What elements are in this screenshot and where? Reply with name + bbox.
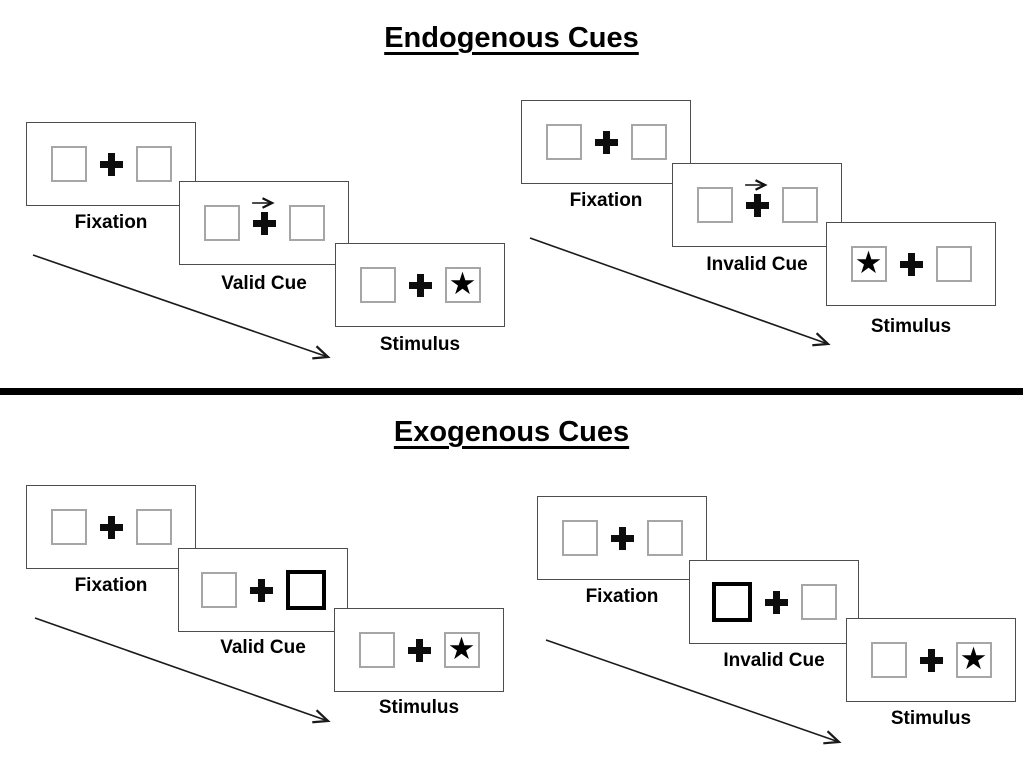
panel-label: Valid Cue xyxy=(221,273,307,294)
panel-fixation xyxy=(26,122,196,206)
panel-label: Stimulus xyxy=(378,697,460,718)
panel-label: Fixation xyxy=(74,575,148,596)
fixation-cross-wrap xyxy=(99,152,123,176)
plus-icon xyxy=(899,252,923,276)
timeline-arrow-icon xyxy=(32,254,331,360)
star-icon: ★ xyxy=(448,265,477,302)
placeholder-box-right xyxy=(935,246,972,282)
placeholder-box-left xyxy=(200,572,237,608)
placeholder-box-left xyxy=(203,205,240,241)
placeholder-box-left xyxy=(359,267,396,303)
plus-icon xyxy=(919,648,943,672)
placeholder-box-left xyxy=(50,509,87,545)
panel-label: Stimulus xyxy=(379,334,461,355)
plus-icon xyxy=(252,211,276,235)
plus-icon xyxy=(408,273,432,297)
panel-label: Valid Cue xyxy=(220,637,306,658)
stimulus-box-right: ★ xyxy=(443,630,480,668)
fixation-cross-wrap xyxy=(594,130,618,154)
panel-stimulus: ★ xyxy=(846,618,1016,702)
fixation-cross-wrap xyxy=(408,273,432,297)
placeholder-box-right xyxy=(135,509,172,545)
stimulus-box-right: ★ xyxy=(955,640,992,678)
panel-stimulus: ★ xyxy=(334,608,504,692)
fixation-cross-wrap xyxy=(249,578,273,602)
star-icon: ★ xyxy=(854,244,883,281)
panel-label: Stimulus xyxy=(870,316,952,337)
section-title-endogenous: Endogenous Cues xyxy=(384,22,639,54)
plus-icon xyxy=(99,152,123,176)
placeholder-box-left xyxy=(561,520,598,556)
panel-fixation xyxy=(26,485,196,569)
panel-label: Stimulus xyxy=(890,708,972,729)
plus-icon xyxy=(610,526,634,550)
panel-invalid-cue xyxy=(672,163,842,247)
timeline-arrow-icon xyxy=(545,639,842,745)
fixation-cross-wrap xyxy=(764,590,788,614)
placeholder-box-right xyxy=(800,584,837,620)
fixation-cross-wrap xyxy=(252,196,276,235)
panel-stimulus: ★ xyxy=(335,243,505,327)
fixation-cross-wrap xyxy=(610,526,634,550)
placeholder-box-right xyxy=(135,146,172,182)
plus-icon xyxy=(407,638,431,662)
panel-fixation xyxy=(537,496,707,580)
panel-stimulus: ★ xyxy=(826,222,996,306)
fixation-cross-wrap xyxy=(407,638,431,662)
placeholder-box-left xyxy=(50,146,87,182)
placeholder-box-right xyxy=(781,187,818,223)
panel-invalid-cue xyxy=(689,560,859,644)
plus-icon xyxy=(249,578,273,602)
fixation-cross-wrap xyxy=(99,515,123,539)
panel-valid-cue xyxy=(179,181,349,265)
fixation-cross-wrap xyxy=(919,648,943,672)
panel-label: Fixation xyxy=(74,212,148,233)
panel-fixation xyxy=(521,100,691,184)
fixation-cross-wrap xyxy=(745,178,769,217)
timeline-arrow-icon xyxy=(529,237,831,347)
cue-arrow-right-icon xyxy=(745,178,768,191)
placeholder-box-right xyxy=(288,205,325,241)
star-icon: ★ xyxy=(959,640,988,677)
placeholder-box-left xyxy=(358,632,395,668)
stimulus-box-right: ★ xyxy=(444,265,481,303)
placeholder-box-left xyxy=(696,187,733,223)
placeholder-box-right xyxy=(630,124,667,160)
panel-label: Fixation xyxy=(585,586,659,607)
plus-icon xyxy=(594,130,618,154)
highlighted-cue-box-right xyxy=(285,570,326,610)
plus-icon xyxy=(764,590,788,614)
timeline-arrow-icon xyxy=(34,617,331,724)
panel-valid-cue xyxy=(178,548,348,632)
panel-label: Fixation xyxy=(569,190,643,211)
section-divider xyxy=(0,388,1023,395)
placeholder-box-right xyxy=(646,520,683,556)
section-title-exogenous: Exogenous Cues xyxy=(393,416,630,448)
fixation-cross-wrap xyxy=(899,252,923,276)
plus-icon xyxy=(745,193,769,217)
cue-arrow-right-icon xyxy=(252,196,275,209)
placeholder-box-left xyxy=(870,642,907,678)
placeholder-box-left xyxy=(545,124,582,160)
stimulus-box-left: ★ xyxy=(850,244,887,282)
panel-label: Invalid Cue xyxy=(706,254,808,275)
panel-label: Invalid Cue xyxy=(723,650,825,671)
plus-icon xyxy=(99,515,123,539)
highlighted-cue-box-left xyxy=(711,582,752,622)
star-icon: ★ xyxy=(447,630,476,667)
